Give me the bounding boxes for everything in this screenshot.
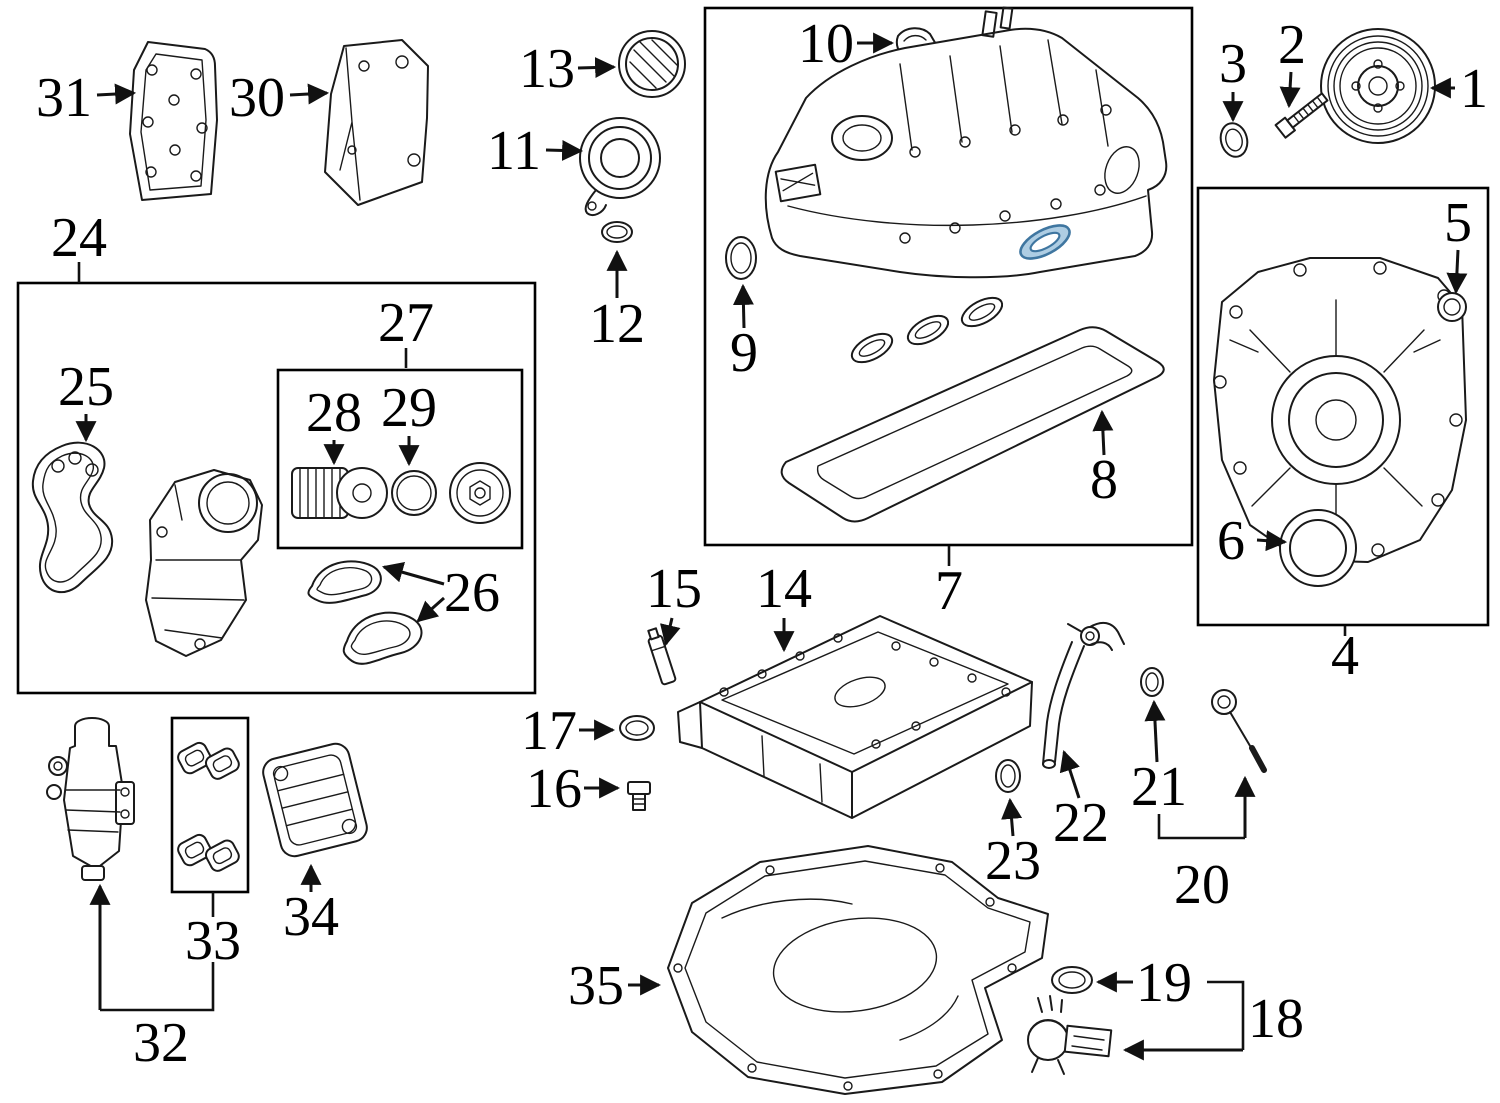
part-1-crankshaft-pulley[interactable]: [1320, 28, 1436, 144]
arrow-to-part-22: [1059, 750, 1081, 799]
arrow-to-part-2: [1279, 71, 1301, 109]
callout-10[interactable]: 10: [798, 13, 854, 75]
group-box-7: [703, 6, 1194, 547]
callout-17[interactable]: 17: [521, 700, 577, 762]
callout-16[interactable]: 16: [526, 758, 582, 820]
bracket-18: [1207, 980, 1245, 1050]
arrow-to-part-30: [289, 83, 330, 105]
part-14-upper-oil-pan[interactable]: [677, 615, 1033, 819]
part-32-oil-filter-housing[interactable]: [46, 717, 135, 881]
part-2-bolt[interactable]: [1274, 91, 1330, 139]
group-box-27: [276, 368, 524, 550]
callout-7[interactable]: 7: [935, 560, 963, 622]
part-13-oil-filler-cap[interactable]: [618, 30, 686, 98]
part-18-oil-level-sensor[interactable]: [1027, 995, 1113, 1075]
part-23-o-ring[interactable]: [995, 759, 1021, 793]
arrow-to-part-21: [1144, 699, 1166, 763]
bracket-20: [1157, 814, 1245, 840]
part-8-valve-cover-gasket[interactable]: [780, 326, 1165, 523]
part-26-gaskets[interactable]: [307, 560, 423, 665]
part-27-filter-cap[interactable]: [449, 462, 511, 524]
arrow-to-part-31: [96, 83, 137, 105]
callout-2[interactable]: 2: [1278, 14, 1306, 76]
callout-9[interactable]: 9: [730, 322, 758, 384]
part-3-seal-cap[interactable]: [1217, 120, 1251, 160]
callout-31[interactable]: 31: [36, 67, 92, 129]
callout-11[interactable]: 11: [487, 120, 541, 182]
part-7-bolt-seals[interactable]: [847, 292, 1006, 368]
callout-28[interactable]: 28: [306, 382, 362, 444]
callout-25[interactable]: 25: [58, 356, 114, 418]
callout-6[interactable]: 6: [1217, 510, 1245, 572]
part-31-gasket-plate[interactable]: [129, 41, 218, 201]
part-20-dipstick[interactable]: [1211, 689, 1267, 773]
part-29-o-ring[interactable]: [391, 470, 437, 516]
part-9-o-ring[interactable]: [725, 236, 757, 280]
callout-3[interactable]: 3: [1219, 33, 1247, 95]
callout-5[interactable]: 5: [1444, 192, 1472, 254]
group-box-4: [1196, 186, 1490, 627]
part-33-gaskets[interactable]: [176, 730, 242, 883]
part-25-gasket[interactable]: [31, 441, 114, 594]
part-34-oil-cooler[interactable]: [260, 741, 370, 859]
arrow-to-part-8: [1092, 409, 1114, 456]
group-box-24: [16, 281, 537, 695]
arrow-to-part-26a: [381, 562, 445, 586]
callout-18[interactable]: 18: [1248, 988, 1304, 1050]
callout-14[interactable]: 14: [756, 558, 812, 620]
callout-35[interactable]: 35: [568, 955, 624, 1017]
part-11-oil-filler-neck[interactable]: [579, 117, 661, 216]
part-35-lower-oil-pan[interactable]: [667, 845, 1049, 1095]
part-21-o-ring[interactable]: [1140, 667, 1164, 697]
callout-12[interactable]: 12: [589, 293, 645, 355]
part-22-dipstick-tube[interactable]: [1042, 621, 1125, 769]
arrow-to-part-6: [1256, 530, 1288, 552]
part-5-seal-ring[interactable]: [1437, 292, 1467, 322]
arrow-to-part-11: [545, 139, 584, 161]
callout-29[interactable]: 29: [381, 377, 437, 439]
part-4-timing-cover[interactable]: [1213, 257, 1467, 563]
part-30-cover-shield[interactable]: [324, 39, 429, 206]
arrow-to-part-15: [660, 617, 681, 647]
callout-22[interactable]: 22: [1053, 792, 1109, 854]
arrow-to-part-26b: [416, 596, 445, 623]
group-box-33: [170, 716, 250, 894]
callout-23[interactable]: 23: [985, 830, 1041, 892]
part-7-valve-cover[interactable]: [764, 6, 1168, 279]
callout-19[interactable]: 19: [1136, 952, 1192, 1014]
callout-15[interactable]: 15: [646, 558, 702, 620]
callout-24[interactable]: 24: [51, 207, 107, 269]
callout-33[interactable]: 33: [185, 910, 241, 972]
part-12-o-ring[interactable]: [601, 221, 633, 243]
arrow-to-part-23: [1001, 797, 1023, 837]
part-17-seal-ring[interactable]: [619, 715, 655, 741]
callout-20[interactable]: 20: [1174, 854, 1230, 916]
part-7-bolt-seal-highlighted[interactable]: [1016, 219, 1075, 266]
callout-1[interactable]: 1: [1460, 58, 1488, 120]
callout-26[interactable]: 26: [444, 562, 500, 624]
part-15-sealant-tube[interactable]: [645, 627, 677, 686]
part-6-crankshaft-seal[interactable]: [1279, 509, 1357, 587]
callout-32[interactable]: 32: [133, 1012, 189, 1074]
callout-27[interactable]: 27: [378, 292, 434, 354]
callout-21[interactable]: 21: [1131, 756, 1187, 818]
arrow-to-part-9: [732, 283, 754, 329]
arrow-to-part-5: [1446, 249, 1468, 295]
callout-4[interactable]: 4: [1331, 625, 1359, 687]
callout-30[interactable]: 30: [229, 67, 285, 129]
bracket-32: [100, 962, 215, 1012]
part-24-housing-body[interactable]: [145, 469, 263, 657]
arrow-to-part-13: [577, 57, 617, 79]
callout-8[interactable]: 8: [1090, 449, 1118, 511]
callout-34[interactable]: 34: [283, 886, 339, 948]
callout-13[interactable]: 13: [519, 38, 575, 100]
part-28-oil-filter-element[interactable]: [291, 467, 388, 519]
part-16-drain-plug[interactable]: [627, 781, 651, 811]
part-19-o-ring[interactable]: [1051, 966, 1093, 994]
